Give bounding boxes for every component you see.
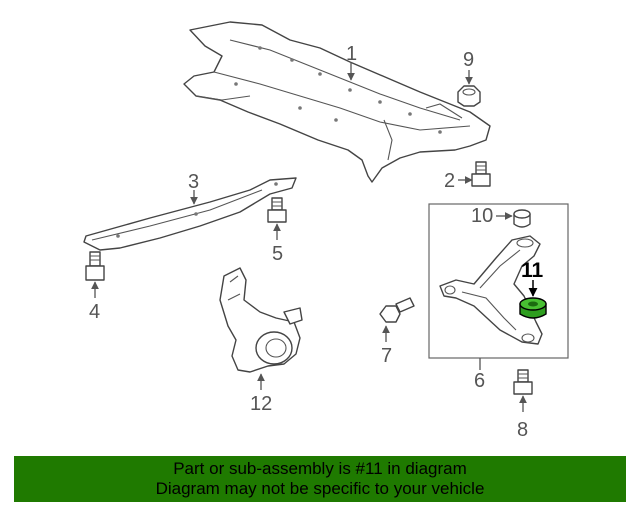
bushing-part-10 <box>513 209 531 228</box>
bolt-part-7 <box>379 297 415 323</box>
callout-6: 6 <box>474 370 485 392</box>
bolt-part-5 <box>267 197 287 223</box>
bushing-part-11-highlighted <box>519 297 547 319</box>
brace-part-3 <box>83 177 297 251</box>
control-arm-box-part-6 <box>428 203 569 359</box>
callout-12: 12 <box>250 393 272 415</box>
callout-10: 10 <box>471 205 493 227</box>
callout-4: 4 <box>89 301 100 323</box>
bolt-part-4 <box>85 251 105 281</box>
callout-2: 2 <box>444 170 455 192</box>
callout-1: 1 <box>346 43 357 65</box>
callout-9: 9 <box>463 49 474 71</box>
bolt-part-8 <box>513 369 533 395</box>
callout-8: 8 <box>517 419 528 441</box>
banner-line-1: Part or sub-assembly is #11 in diagram <box>173 459 467 478</box>
callout-5: 5 <box>272 243 283 265</box>
callout-11: 11 <box>521 259 544 282</box>
info-banner: Part or sub-assembly is #11 in diagram D… <box>14 456 626 502</box>
callout-7: 7 <box>381 345 392 367</box>
callout-3: 3 <box>188 171 199 193</box>
nut-part-9 <box>457 85 481 107</box>
knuckle-part-12 <box>219 267 303 373</box>
bolt-part-2 <box>471 161 491 187</box>
subframe-part-1 <box>183 21 491 183</box>
banner-line-2: Diagram may not be specific to your vehi… <box>155 479 485 498</box>
